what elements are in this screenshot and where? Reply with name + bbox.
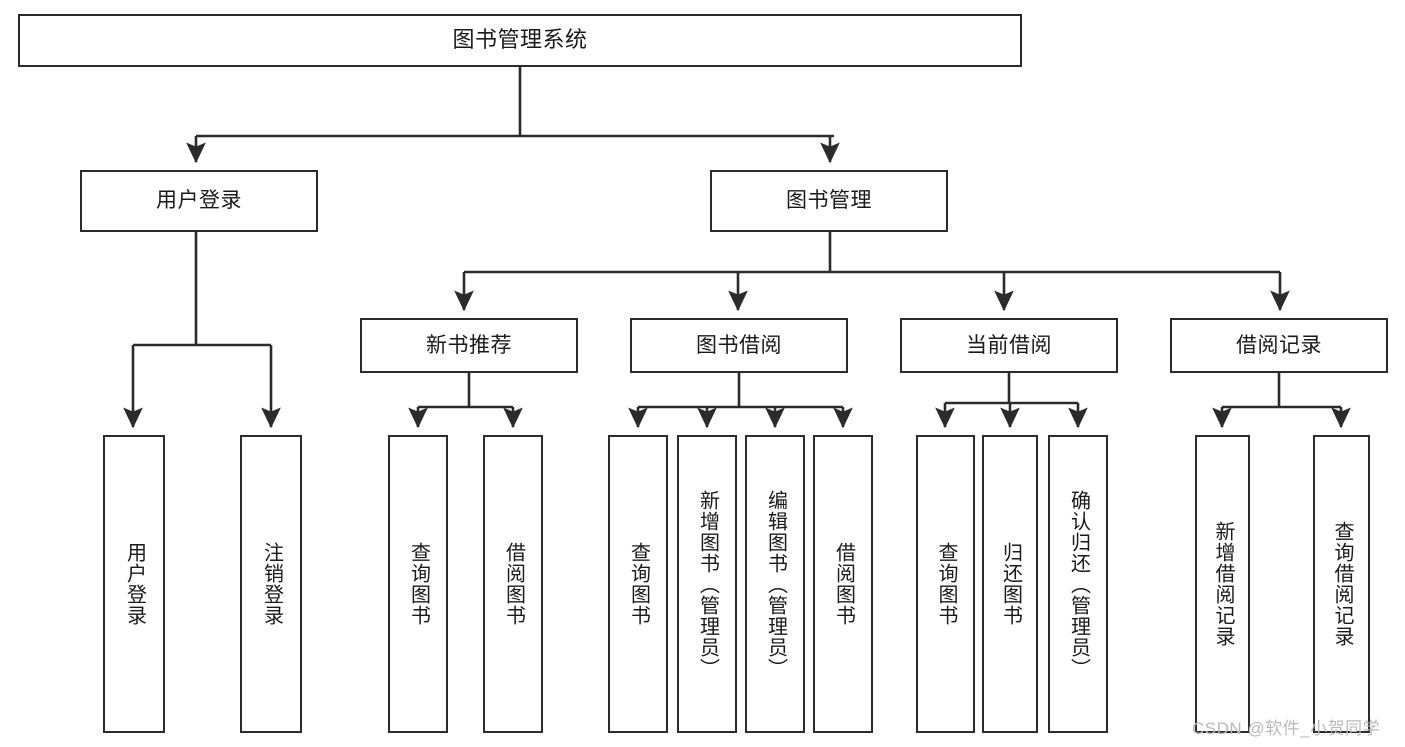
leaf-query-book-3[interactable]: 查询图书 [916, 435, 975, 733]
leaf-edit-book[interactable]: 编辑图书（管理员） [745, 435, 805, 733]
leaf-query-record[interactable]: 查询借阅记录 [1313, 435, 1370, 733]
node-book-borrow[interactable]: 图书借阅 [630, 318, 848, 373]
leaf-add-record[interactable]: 新增借阅记录 [1195, 435, 1250, 733]
node-root[interactable]: 图书管理系统 [18, 14, 1022, 67]
leaf-borrow-book-2[interactable]: 借阅图书 [813, 435, 873, 733]
node-current-borrow[interactable]: 当前借阅 [900, 318, 1118, 373]
node-new-book-recommend[interactable]: 新书推荐 [360, 318, 578, 373]
leaf-confirm-return[interactable]: 确认归还（管理员） [1048, 435, 1108, 733]
node-borrow-record[interactable]: 借阅记录 [1170, 318, 1388, 373]
node-book-manage[interactable]: 图书管理 [710, 170, 948, 232]
leaf-add-book[interactable]: 新增图书（管理员） [677, 435, 737, 733]
leaf-user-login[interactable]: 用户登录 [103, 435, 165, 733]
leaf-query-book-2[interactable]: 查询图书 [608, 435, 668, 733]
leaf-user-logout[interactable]: 注销登录 [240, 435, 302, 733]
leaf-query-book-1[interactable]: 查询图书 [388, 435, 448, 733]
leaf-return-book[interactable]: 归还图书 [982, 435, 1038, 733]
node-user-login[interactable]: 用户登录 [80, 170, 318, 232]
csdn-watermark: CSDN @软件_小贺同学 [1192, 719, 1381, 738]
leaf-borrow-book-1[interactable]: 借阅图书 [483, 435, 543, 733]
